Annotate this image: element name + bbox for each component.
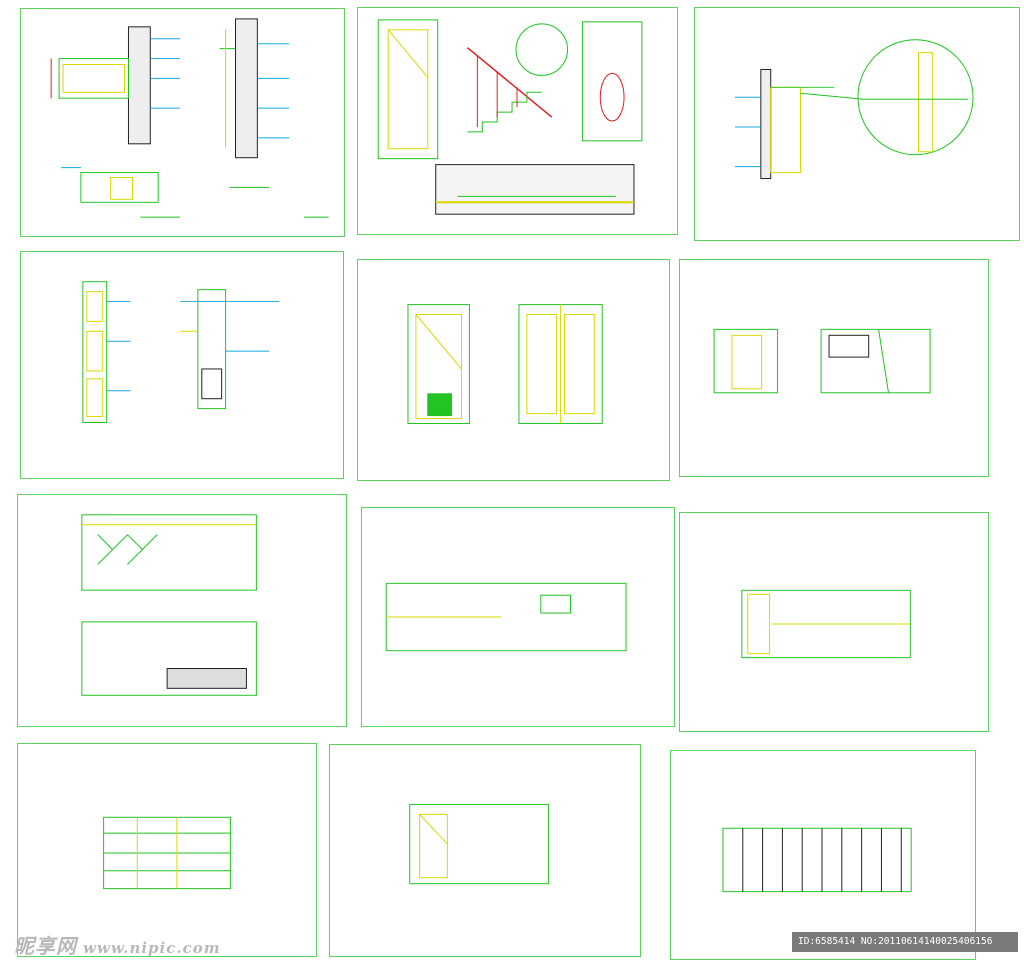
drawing-wall-detail-magnified: [735, 39, 974, 180]
watermark-url: www.nipic.com: [83, 939, 221, 957]
sheet-wall-detail-magnified: [694, 7, 1020, 241]
watermark: 昵享网 www.nipic.com: [14, 930, 221, 959]
sheet-tiled-wall-elevation: [17, 743, 317, 957]
sheet-wall-section-details: [20, 8, 345, 237]
drawing-small-door-elevations: [713, 328, 931, 394]
drawing-shutter-wall: [722, 827, 912, 893]
sheet-shutter-wall-elevation: [670, 750, 976, 960]
sheet-door-and-staircase-details: [357, 7, 678, 235]
drawing-wall-section-details: [50, 18, 329, 218]
sheet-cabinet-section-details: [20, 251, 344, 479]
sheet-small-door-elevations: [679, 259, 989, 477]
drawing-tiled-wall: [103, 816, 231, 890]
drawing-door-elevations: [407, 304, 603, 425]
drawing-cabinet-elevations: [81, 514, 257, 696]
sheet-cabinet-wall-elevation: [361, 507, 675, 727]
drawing-wall-elevation-with-door: [409, 803, 549, 885]
drawing-cabinet-with-door: [741, 589, 911, 659]
drawing-cabinet-sections: [82, 281, 280, 423]
sheet-wall-elevation-with-door: [329, 744, 641, 957]
watermark-text: 昵享网: [14, 934, 77, 958]
drawing-door-and-staircase: [377, 19, 643, 215]
sheet-cabinet-elevation-with-door: [679, 512, 989, 732]
sheet-cabinet-elevations-two: [17, 494, 347, 727]
drawing-cabinet-wall-elevation: [385, 582, 627, 652]
footer-id-bar: ID:6585414 NO:20110614140025406156: [792, 932, 1018, 952]
sheet-door-elevations: [357, 259, 670, 481]
